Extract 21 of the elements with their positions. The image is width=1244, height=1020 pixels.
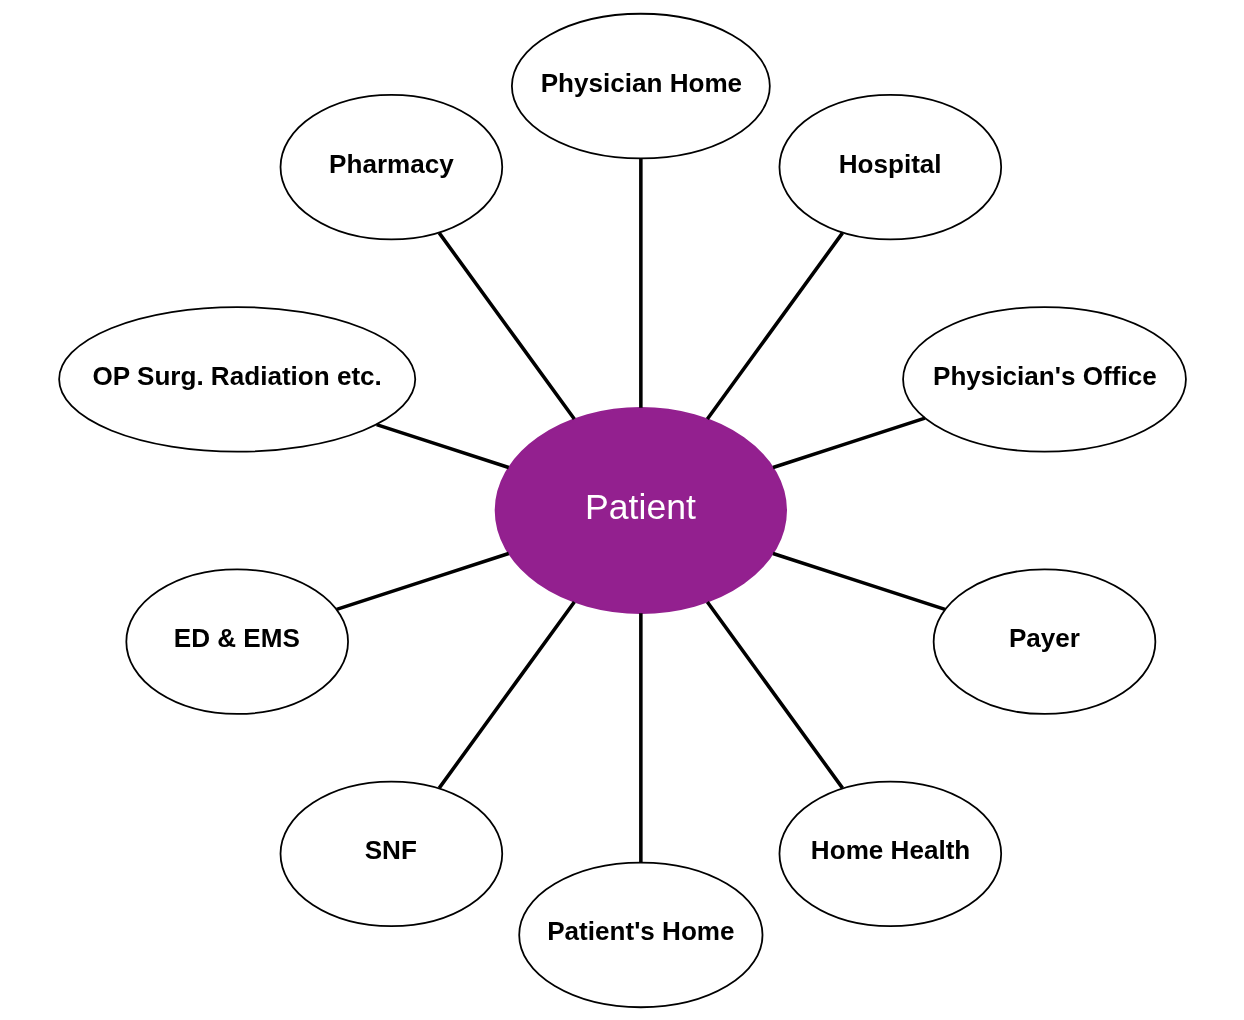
node-ellipse: Physician Home bbox=[510, 12, 771, 159]
connector bbox=[705, 600, 844, 789]
node-ellipse: SNF bbox=[279, 780, 503, 927]
connector bbox=[771, 551, 946, 611]
node-ellipse: Physician's Office bbox=[901, 305, 1187, 453]
connector bbox=[335, 551, 509, 611]
node-ellipse: Patient bbox=[494, 406, 787, 614]
connector bbox=[375, 422, 509, 469]
connector bbox=[437, 600, 576, 789]
connector bbox=[638, 612, 643, 862]
connector bbox=[705, 231, 844, 420]
connector bbox=[638, 158, 643, 408]
node-ellipse: Patient's Home bbox=[517, 861, 763, 1008]
node-ellipse: Hospital bbox=[778, 93, 1002, 240]
node-ellipse: Payer bbox=[932, 567, 1156, 715]
connector bbox=[771, 416, 926, 469]
node-ellipse: OP Surg. Radiation etc. bbox=[57, 305, 416, 453]
connector bbox=[437, 231, 576, 420]
node-ellipse: Home Health bbox=[778, 780, 1002, 927]
node-ellipse: ED & EMS bbox=[124, 567, 349, 715]
node-ellipse: Pharmacy bbox=[279, 93, 503, 240]
